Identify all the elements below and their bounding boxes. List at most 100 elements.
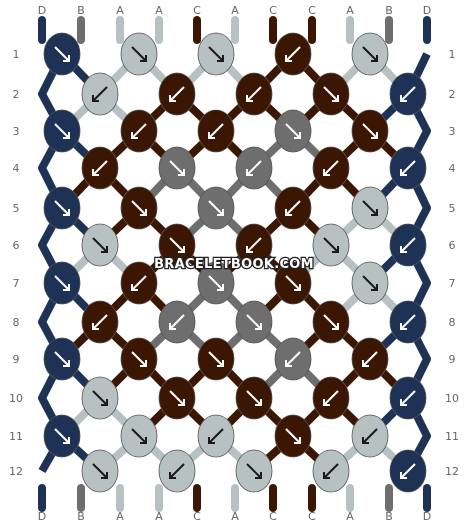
- knot-r11-3: [197, 414, 235, 458]
- row-label-left: 5: [13, 202, 20, 215]
- knot-r7-3: [197, 261, 235, 305]
- watermark: BRACELETBOOK.COM: [154, 257, 314, 272]
- row-label-right: 1: [449, 48, 456, 61]
- knot-r6-2: [158, 223, 196, 267]
- knot-r5-2: [120, 186, 158, 230]
- bottom-string-label: C: [308, 510, 316, 523]
- knot-r10-4: [312, 376, 350, 420]
- bottom-string-label: D: [38, 510, 46, 523]
- knot-r3-1: [43, 109, 81, 153]
- knot-r7-1: [43, 261, 81, 305]
- bottom-string-label: D: [423, 510, 431, 523]
- knot-r1-4: [274, 32, 312, 76]
- row-label-left: 10: [9, 392, 23, 405]
- row-label-right: 11: [445, 430, 459, 443]
- row-label-right: 5: [449, 202, 456, 215]
- knot-r9-1: [43, 337, 81, 381]
- knot-r12-2: [158, 449, 196, 493]
- top-string-label: C: [193, 4, 201, 17]
- row-label-left: 7: [13, 277, 20, 290]
- knot-r2-2: [158, 72, 196, 116]
- knot-r10-2: [158, 376, 196, 420]
- top-string-label: A: [155, 4, 163, 17]
- row-label-right: 12: [445, 465, 459, 478]
- knot-r8-4: [312, 300, 350, 344]
- knot-r12-3: [235, 449, 273, 493]
- top-string-label: A: [116, 4, 124, 17]
- knot-r1-2: [120, 32, 158, 76]
- row-label-right: 4: [449, 162, 456, 175]
- knot-r7-4: [274, 261, 312, 305]
- knot-r3-4: [274, 109, 312, 153]
- knot-r2-3: [235, 72, 273, 116]
- knot-r3-3: [197, 109, 235, 153]
- row-label-right: 10: [445, 392, 459, 405]
- knot-r4-1: [81, 146, 119, 190]
- top-string-label: A: [346, 4, 354, 17]
- bottom-string-label: C: [269, 510, 277, 523]
- knot-r12-5: [389, 449, 427, 493]
- bottom-string-label: B: [385, 510, 393, 523]
- top-string-label: B: [77, 4, 85, 17]
- knot-r5-1: [43, 186, 81, 230]
- knot-r10-1: [81, 376, 119, 420]
- knot-r4-4: [312, 146, 350, 190]
- knot-r8-5: [389, 300, 427, 344]
- knot-r6-5: [389, 223, 427, 267]
- row-label-left: 3: [13, 125, 20, 138]
- knot-r10-3: [235, 376, 273, 420]
- knot-r9-3: [197, 337, 235, 381]
- knot-r6-3: [235, 223, 273, 267]
- knot-r2-4: [312, 72, 350, 116]
- knot-r1-3: [197, 32, 235, 76]
- knot-r4-3: [235, 146, 273, 190]
- top-string-label: B: [385, 4, 393, 17]
- knot-r5-3: [197, 186, 235, 230]
- knot-r11-2: [120, 414, 158, 458]
- knot-r4-2: [158, 146, 196, 190]
- top-string-label: C: [269, 4, 277, 17]
- knot-r7-5: [351, 261, 389, 305]
- top-string-label: D: [423, 4, 431, 17]
- row-label-left: 2: [13, 88, 20, 101]
- knot-r9-4: [274, 337, 312, 381]
- knot-r2-1: [81, 72, 119, 116]
- knot-r4-5: [389, 146, 427, 190]
- top-string-label: D: [38, 4, 46, 17]
- knot-r8-3: [235, 300, 273, 344]
- bottom-string-label: A: [116, 510, 124, 523]
- row-label-left: 1: [13, 48, 20, 61]
- knot-r9-5: [351, 337, 389, 381]
- knot-r5-5: [351, 186, 389, 230]
- knot-r7-2: [120, 261, 158, 305]
- knot-r12-1: [81, 449, 119, 493]
- row-label-right: 6: [449, 239, 456, 252]
- bottom-string-label: A: [346, 510, 354, 523]
- row-label-left: 8: [13, 316, 20, 329]
- knot-r11-5: [351, 414, 389, 458]
- knot-r2-5: [389, 72, 427, 116]
- row-label-right: 7: [449, 277, 456, 290]
- row-label-right: 3: [449, 125, 456, 138]
- row-label-left: 12: [9, 465, 23, 478]
- bottom-string-label: A: [231, 510, 239, 523]
- knot-r12-4: [312, 449, 350, 493]
- knot-r3-2: [120, 109, 158, 153]
- row-label-left: 4: [13, 162, 20, 175]
- bottom-string-label: A: [155, 510, 163, 523]
- bottom-string-label: C: [193, 510, 201, 523]
- knot-r11-1: [43, 414, 81, 458]
- knot-r3-5: [351, 109, 389, 153]
- row-label-left: 9: [13, 353, 20, 366]
- bottom-string-label: B: [77, 510, 85, 523]
- knot-layer: [43, 32, 427, 493]
- knot-r1-1: [43, 32, 81, 76]
- knot-r8-1: [81, 300, 119, 344]
- knot-r11-4: [274, 414, 312, 458]
- knot-r6-4: [312, 223, 350, 267]
- knot-r8-2: [158, 300, 196, 344]
- row-label-right: 8: [449, 316, 456, 329]
- row-label-left: 11: [9, 430, 23, 443]
